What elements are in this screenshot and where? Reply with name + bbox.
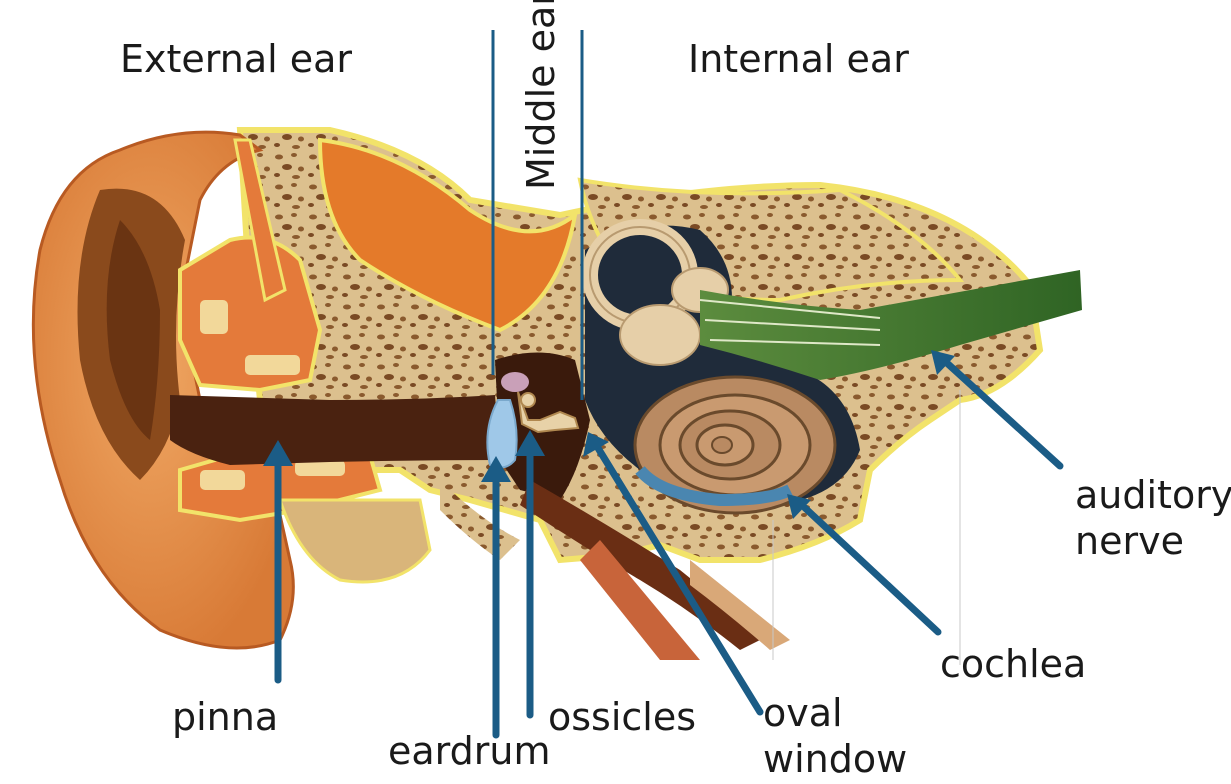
label-external-ear: External ear	[120, 40, 352, 78]
ear-canal	[170, 395, 500, 465]
label-pinna: pinna	[172, 698, 278, 736]
label-eardrum: eardrum	[388, 732, 550, 770]
label-ossicles: ossicles	[548, 698, 696, 736]
label-oval-window-line2: window	[763, 740, 907, 778]
label-internal-ear: Internal ear	[688, 40, 909, 78]
cartilage-block-1	[200, 300, 228, 334]
arrow-cochlea	[805, 508, 938, 632]
mastoid	[280, 500, 430, 582]
cartilage-block-2	[245, 355, 300, 375]
label-middle-ear: Middle ear	[522, 0, 560, 190]
label-oval-window-line1: oval	[763, 694, 843, 732]
label-cochlea: cochlea	[940, 645, 1086, 683]
label-auditory-nerve-line2: nerve	[1075, 522, 1184, 560]
cochlea-shape	[635, 377, 835, 513]
label-auditory-nerve-line1: auditory	[1075, 476, 1231, 514]
cartilage-block-3	[200, 470, 245, 490]
